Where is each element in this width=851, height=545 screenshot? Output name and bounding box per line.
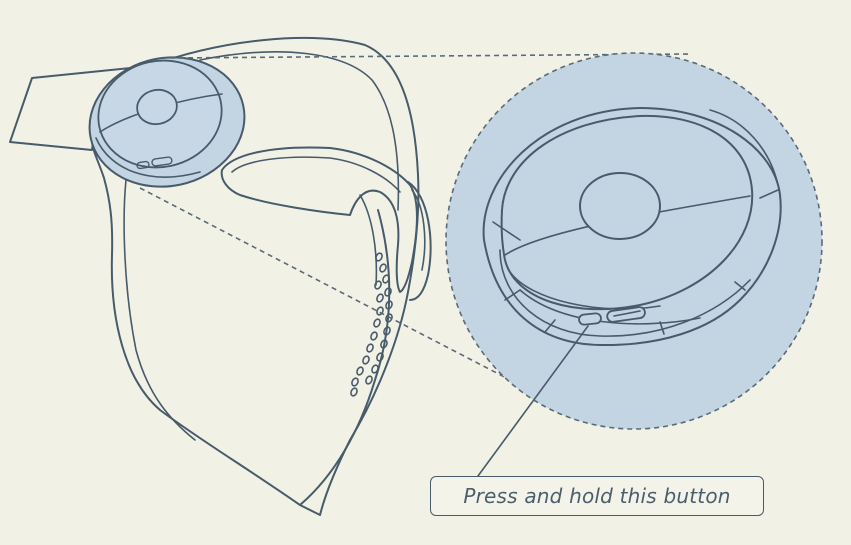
power-button [578, 312, 602, 326]
zoom-guide-bottom [139, 187, 546, 399]
callout-box: Press and hold this button [430, 476, 764, 516]
mask-right-filter-edge [407, 181, 432, 301]
mask-front-seam [299, 209, 391, 506]
filter-cap [88, 56, 246, 188]
mask-side-seam [123, 179, 196, 441]
vent-holes [350, 252, 393, 397]
mask-nose-bridge [359, 194, 378, 286]
mask-face-opening-inner [231, 156, 401, 193]
callout-leader-line [477, 325, 589, 477]
callout-label: Press and hold this button [463, 484, 731, 508]
zoom-guide-top [169, 53, 691, 59]
mask-inner-contour [199, 51, 400, 211]
magnified-view [445, 52, 823, 430]
face-mask-illustration [9, 37, 432, 516]
charge-port [606, 306, 646, 323]
mask-right-filter-inner [411, 189, 426, 271]
mask-face-opening [220, 146, 418, 293]
